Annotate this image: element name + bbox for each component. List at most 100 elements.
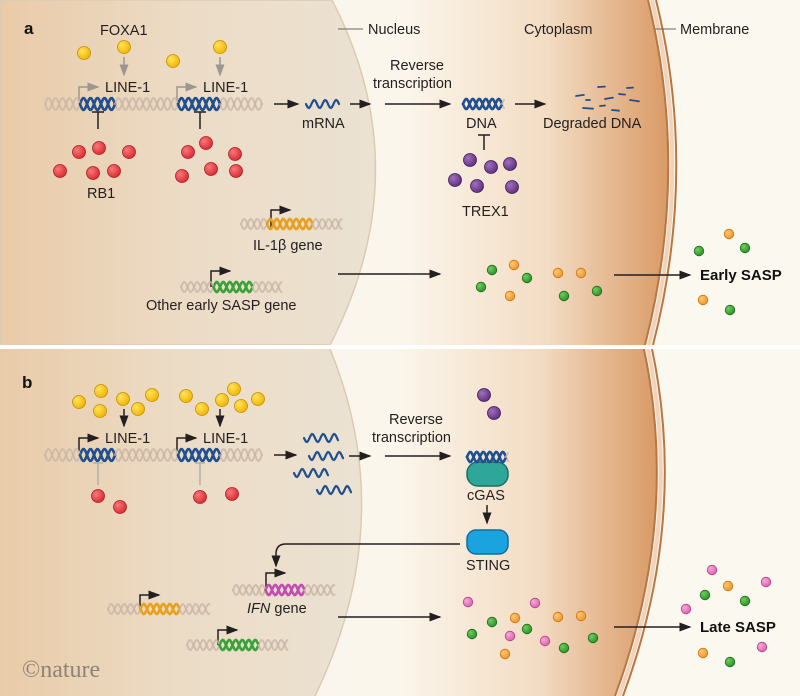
trex1-protein [463, 153, 477, 167]
dna-strand [65, 97, 74, 105]
gene-strand [186, 644, 194, 652]
promoter-arrow-icon [139, 590, 161, 609]
cdna-strand [465, 450, 475, 459]
gene-strand [246, 223, 255, 231]
reverse-transcription-label: Reverse [389, 412, 443, 428]
dna-fragment [575, 94, 585, 97]
gene-strand [283, 583, 293, 592]
dna-fragment [629, 99, 640, 103]
gene-strand [206, 280, 214, 288]
gene-strand [152, 607, 161, 616]
dna-strand [78, 447, 89, 457]
dna-strand [114, 448, 123, 456]
sasp-factor-pink [529, 597, 541, 609]
gene-strand [205, 638, 214, 646]
gene-strand [152, 602, 161, 611]
dna-strand [190, 453, 201, 463]
line1-label: LINE-1 [105, 80, 150, 96]
sasp-factor-pink [539, 635, 551, 647]
rb1-protein [228, 147, 242, 161]
gene-strand [158, 602, 168, 611]
gene-strand [285, 217, 294, 226]
dna-strand [170, 103, 179, 111]
gene-strand [212, 285, 221, 294]
dna-strand [135, 454, 144, 462]
early-sasp-factors-intracellular [475, 259, 603, 302]
dna-strand [247, 448, 256, 456]
trex1-proteins [448, 153, 519, 194]
gene-strand [218, 638, 227, 647]
dna-strand [128, 103, 137, 111]
degraded-dna-fragments [575, 85, 640, 112]
gene-strand [238, 285, 247, 294]
dna-strand [121, 97, 130, 105]
gene-strand [316, 583, 325, 591]
sasp-factor-pink [756, 641, 768, 653]
gene-strand [240, 217, 248, 225]
dna-strand [51, 454, 60, 462]
early-sasp-label: Early SASP [700, 267, 782, 284]
rb1-protein [193, 490, 207, 504]
cdna-strand [461, 97, 471, 106]
promoter-arrow-icon [265, 568, 287, 587]
dna-strand [149, 454, 158, 462]
dna-strand [114, 97, 123, 105]
foxa1-protein [215, 393, 229, 407]
dna-strand [65, 448, 74, 456]
gene-strand [139, 602, 148, 611]
mrna-strand [304, 98, 341, 110]
gene-strand [133, 608, 141, 616]
sasp-factor-green [699, 589, 711, 601]
cdna-strand [478, 450, 488, 459]
dna-strand [163, 454, 172, 462]
dna-strand [170, 454, 179, 462]
sasp-factor-orange [697, 647, 709, 659]
trex1-protein [448, 173, 462, 187]
membrane-inner [652, 0, 678, 345]
dna-strand [254, 454, 263, 462]
sasp-factor-pink [462, 596, 474, 608]
mrna-strand [304, 98, 341, 110]
gene-strand [244, 285, 254, 294]
gene-strand [185, 608, 193, 616]
mrna-strand [315, 484, 353, 496]
gene-strand [231, 643, 240, 652]
gene-strand [331, 217, 339, 225]
sting-signaling-arrow [271, 543, 460, 568]
gene-strand [270, 638, 279, 646]
dna-strand [58, 103, 67, 111]
dna-strand [176, 96, 187, 106]
dna-strand [240, 97, 249, 105]
sasp-factor-green [739, 242, 751, 254]
gene-strand [120, 608, 128, 616]
rb1-label: RB1 [87, 186, 115, 202]
gene-strand [291, 222, 301, 231]
dna-strand [142, 448, 151, 456]
dna-strand [156, 448, 165, 456]
cdna-strand [487, 97, 497, 106]
gene-strand [257, 644, 266, 652]
gene-strand [271, 280, 279, 288]
gene-strand [291, 217, 301, 226]
dna-strand [121, 103, 130, 111]
gene-strand [303, 583, 312, 591]
dna-strand [190, 447, 201, 457]
dna-strand [163, 448, 172, 456]
dna-strand [226, 448, 235, 456]
gene-strand [304, 222, 314, 231]
cdna-helix [461, 97, 505, 111]
gene-strand [298, 222, 307, 231]
gene-strand [251, 589, 260, 597]
foxa1-protein [195, 402, 209, 416]
reverse-transcription-label: transcription [373, 76, 452, 92]
rb1-protein [225, 487, 239, 501]
gene-strand [311, 217, 320, 225]
dna-strand [85, 102, 96, 112]
dna-strand [72, 103, 81, 111]
line1-label: LINE-1 [203, 431, 248, 447]
panel-b-letter: b [22, 373, 32, 392]
sasp-factor-pink [504, 630, 516, 642]
line1-label: LINE-1 [203, 80, 248, 96]
gene-strand [191, 602, 200, 610]
cgas-protein [466, 461, 509, 487]
